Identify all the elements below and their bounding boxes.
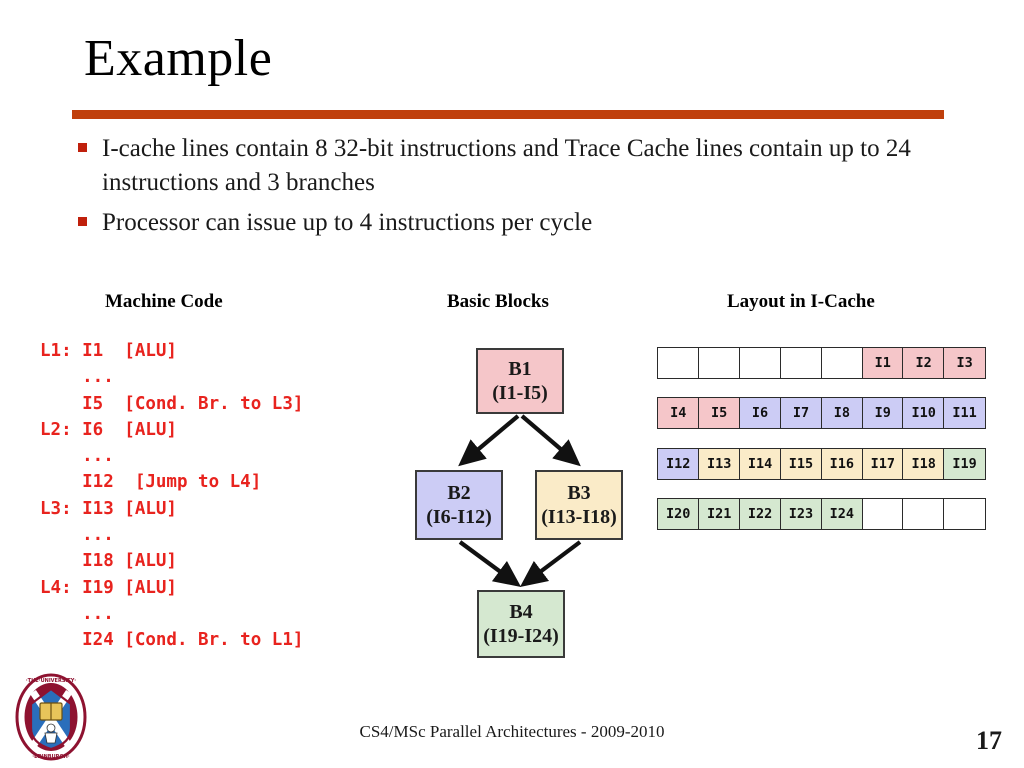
machine-code-listing: L1: I1 [ALU] ... I5 [Cond. Br. to L3] L2:… — [40, 338, 303, 654]
title-divider — [72, 110, 944, 119]
code-line: ... — [40, 367, 114, 388]
basic-block-b1: B1(I1-I5) — [476, 348, 564, 414]
cache-cell-i12: I12 — [657, 448, 700, 480]
basic-blocks-diagram: B1(I1-I5) B2(I6-I12) B3(I13-I18) B4(I19-I24… — [400, 330, 650, 670]
basic-block-name: B3 — [567, 482, 591, 504]
crest-text-bottom: ·EDINBURGH· — [32, 754, 70, 760]
crest-text-top: ·THE·UNIVERSITY· — [26, 678, 77, 684]
column-heading-machine-code: Machine Code — [105, 291, 223, 312]
university-crest-logo: ·THE·UNIVERSITY· ·EDINBURGH· — [15, 673, 87, 761]
cache-cell-i17: I17 — [861, 448, 905, 480]
cache-cell-i5: I5 — [697, 397, 741, 429]
basic-block-name: B4 — [509, 601, 533, 623]
edge-b3-b4 — [519, 540, 582, 588]
cache-cell-i4: I4 — [657, 397, 700, 429]
edge-b1-b3 — [520, 414, 581, 467]
cache-cell-i15: I15 — [779, 448, 823, 480]
cache-cell-i24: I24 — [820, 498, 864, 530]
cache-cell-i6: I6 — [738, 397, 782, 429]
edge-b2-b4 — [458, 540, 522, 587]
footer-course-label: CS4/MSc Parallel Architectures - 2009-20… — [359, 722, 665, 741]
basic-block-name: B1 — [508, 358, 532, 380]
basic-block-name: B2 — [447, 482, 471, 504]
basic-block-range: (I13-I18) — [541, 506, 617, 528]
cache-cell-i19: I19 — [943, 448, 986, 480]
list-item: Processor can issue up to 4 instructions… — [78, 206, 978, 240]
basic-block-b2: B2(I6-I12) — [415, 470, 503, 540]
basic-block-range: (I6-I12) — [426, 506, 492, 528]
cache-cell-empty — [820, 347, 864, 379]
cache-cell-empty — [861, 498, 905, 530]
page-number: 17 — [976, 726, 1002, 755]
column-heading-basic-blocks: Basic Blocks — [447, 291, 549, 312]
basic-block-range: (I1-I5) — [492, 382, 548, 404]
code-line: I18 [ALU] — [40, 551, 177, 572]
edge-b1-b2 — [458, 414, 520, 467]
code-line: L3: I13 [ALU] — [40, 498, 177, 519]
cache-cell-empty — [738, 347, 782, 379]
cache-cell-i10: I10 — [902, 397, 945, 429]
cache-cell-i14: I14 — [738, 448, 782, 480]
code-line: ... — [40, 525, 114, 546]
cache-cell-i23: I23 — [779, 498, 823, 530]
code-line: L1: I1 [ALU] — [40, 341, 177, 361]
cache-cell-i7: I7 — [779, 397, 823, 429]
cache-cell-i11: I11 — [943, 397, 986, 429]
bullet-text: Processor can issue up to 4 instructions… — [102, 209, 593, 236]
code-line: L2: I6 [ALU] — [40, 419, 177, 440]
basic-blocks-edges — [458, 414, 582, 588]
cache-cell-i13: I13 — [697, 448, 741, 480]
column-heading-layout-in-i-cache: Layout in I-Cache — [727, 291, 875, 312]
basic-block-b3: B3(I13-I18) — [535, 470, 623, 540]
cache-cell-i18: I18 — [902, 448, 945, 480]
cache-cell-i20: I20 — [657, 498, 700, 530]
cache-cell-empty — [657, 347, 700, 379]
cache-cell-i8: I8 — [820, 397, 864, 429]
bullet-square-icon — [78, 143, 87, 152]
code-line: I12 [Jump to L4] — [40, 472, 262, 493]
code-line: ... — [40, 603, 114, 624]
cache-cell-empty — [943, 498, 986, 530]
code-line: I24 [Cond. Br. to L1] — [40, 630, 304, 651]
cache-cell-empty — [779, 347, 823, 379]
cache-cell-empty — [902, 498, 945, 530]
cache-cell-i16: I16 — [820, 448, 864, 480]
cache-cell-i2: I2 — [902, 347, 945, 379]
cache-cell-i22: I22 — [738, 498, 782, 530]
code-line: I5 [Cond. Br. to L3] — [40, 393, 304, 414]
cache-cell-i21: I21 — [697, 498, 741, 530]
bullet-square-icon — [78, 217, 87, 226]
page-title: Example — [84, 30, 273, 87]
cache-cell-i9: I9 — [861, 397, 905, 429]
bullet-text: I-cache lines contain 8 32-bit instructi… — [102, 135, 911, 196]
cache-cell-empty — [697, 347, 741, 379]
basic-block-range: (I19-I24) — [483, 625, 559, 647]
code-line: L4: I19 [ALU] — [40, 577, 177, 598]
basic-block-b4: B4(I19-I24) — [477, 590, 565, 658]
list-item: I-cache lines contain 8 32-bit instructi… — [78, 132, 978, 200]
cache-cell-i1: I1 — [861, 347, 905, 379]
bullet-list: I-cache lines contain 8 32-bit instructi… — [78, 132, 978, 246]
code-line: ... — [40, 446, 114, 467]
cache-cell-i3: I3 — [943, 347, 986, 379]
